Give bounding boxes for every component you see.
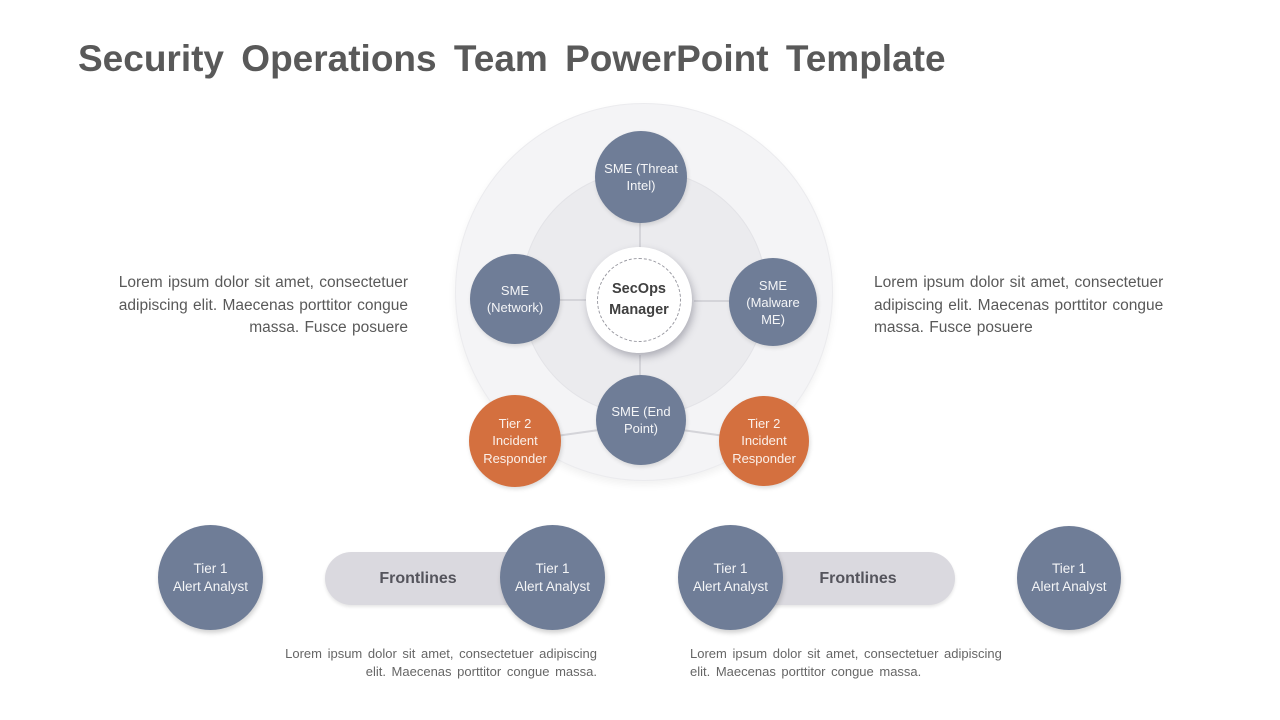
tier1-alert-analyst-circle-far-left: Tier 1 Alert Analyst	[158, 525, 263, 630]
connector-center-top	[639, 219, 641, 250]
sme-malware-circle: SME (Malware ME)	[729, 258, 817, 346]
tier2-incident-responder-circle-left: Tier 2 Incident Responder	[469, 395, 561, 487]
caption-right: Lorem ipsum dolor sit amet, consectetuer…	[690, 646, 1002, 679]
sme-threat-intel-circle: SME (Threat Intel)	[595, 131, 687, 223]
sme-network-circle: SME (Network)	[470, 254, 560, 344]
connector-center-right	[694, 300, 731, 302]
slide-title: Security Operations Team PowerPoint Temp…	[78, 38, 946, 79]
tier1-alert-analyst-circle-left-inner: Tier 1 Alert Analyst	[500, 525, 605, 630]
caption-left: Lorem ipsum dolor sit amet, consectetuer…	[285, 646, 597, 679]
right-paragraph: Lorem ipsum dolor sit amet, consectetuer…	[874, 274, 1164, 336]
connector-center-bottom	[639, 355, 641, 376]
tier1-alert-analyst-circle-right-inner: Tier 1 Alert Analyst	[678, 525, 783, 630]
tier1-alert-analyst-circle-far-right: Tier 1 Alert Analyst	[1017, 526, 1121, 630]
secops-manager-circle: SecOps Manager	[586, 247, 692, 353]
hub-diagram: SME (Threat Intel) SME (Network) SME (Ma…	[455, 103, 833, 487]
sme-endpoint-circle: SME (End Point)	[596, 375, 686, 465]
connector-center-left	[560, 299, 589, 301]
left-paragraph: Lorem ipsum dolor sit amet, consectetuer…	[118, 274, 408, 336]
tier2-incident-responder-circle-right: Tier 2 Incident Responder	[719, 396, 809, 486]
